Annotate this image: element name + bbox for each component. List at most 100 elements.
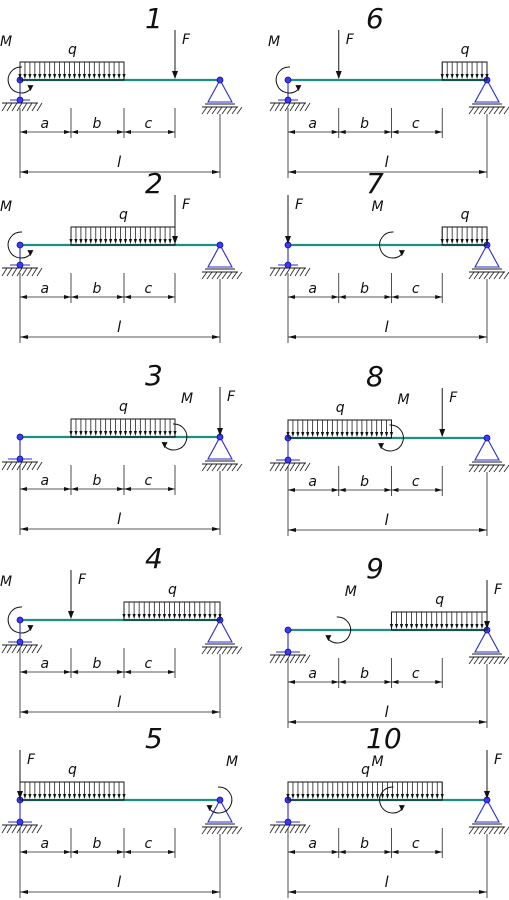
force-arrow: F <box>484 580 503 629</box>
left-support <box>269 241 311 277</box>
right-support <box>468 796 509 835</box>
distributed-load: q <box>286 762 444 801</box>
force-arrow: F <box>217 387 236 436</box>
scheme-number: 2 <box>145 167 163 200</box>
left-support <box>1 796 43 834</box>
force-label: F <box>449 390 458 406</box>
load-label: q <box>68 762 77 778</box>
right-support <box>468 434 509 473</box>
dimension-label-a: a <box>308 474 317 490</box>
moment-arrow: M <box>0 34 34 94</box>
force-label: F <box>494 752 503 768</box>
hinge-icon <box>16 616 24 624</box>
load-label: q <box>336 400 345 416</box>
dimension-label-c: c <box>412 281 420 297</box>
hinge-icon <box>16 96 24 104</box>
force-label: F <box>182 32 191 48</box>
hinge-icon <box>284 96 292 104</box>
force-arrow: F <box>484 750 503 799</box>
distributed-load: q <box>440 207 489 246</box>
right-support <box>201 241 243 280</box>
load-label: q <box>435 592 444 608</box>
load-label: q <box>119 207 128 223</box>
dimension-label-b: b <box>93 836 102 852</box>
force-arrow: F <box>172 195 191 244</box>
force-label: F <box>227 389 236 405</box>
moment-label: M <box>397 392 409 408</box>
moment-label: M <box>0 199 12 215</box>
force-label: F <box>346 32 355 48</box>
hinge-icon <box>16 818 24 826</box>
hinge-icon <box>216 796 224 804</box>
right-support <box>201 796 243 835</box>
hinge-icon <box>284 626 292 634</box>
force-arrow: F <box>17 750 36 799</box>
hinge-icon <box>16 455 24 463</box>
left-support <box>269 796 311 834</box>
right-support <box>201 433 243 472</box>
scheme-number: 10 <box>366 722 402 755</box>
distributed-load: q <box>69 399 177 438</box>
dimension-label-length: l <box>117 873 122 891</box>
dimension-label-c: c <box>412 474 420 490</box>
load-label: q <box>119 399 128 415</box>
dimension-label-a: a <box>41 473 50 489</box>
hinge-icon <box>284 456 292 464</box>
dimension-label-length: l <box>385 153 390 171</box>
dimension-label-b: b <box>93 281 102 297</box>
right-support <box>468 241 509 280</box>
dimension-label-b: b <box>360 116 369 132</box>
hinge-icon <box>216 241 224 249</box>
left-support <box>1 241 43 277</box>
force-arrow: F <box>68 570 87 619</box>
right-support <box>468 76 509 115</box>
left-support <box>1 76 43 112</box>
dimension-label-length: l <box>385 703 390 721</box>
dimension-label-b: b <box>360 474 369 490</box>
hinge-icon <box>16 261 24 269</box>
moment-label: M <box>226 754 238 770</box>
right-support <box>201 616 243 655</box>
dimension-label-c: c <box>412 116 420 132</box>
moment-label: M <box>371 199 383 215</box>
dimension-label-c: c <box>412 836 420 852</box>
dimension-label-c: c <box>145 473 153 489</box>
dimension-label-a: a <box>41 281 50 297</box>
right-support <box>201 76 243 115</box>
hinge-icon <box>483 434 491 442</box>
hinge-icon <box>284 261 292 269</box>
dimension-label-c: c <box>412 666 420 682</box>
hinge-icon <box>216 76 224 84</box>
moment-arrow: M <box>268 34 302 94</box>
distributed-load: q <box>286 400 394 439</box>
dimension-label-c: c <box>145 656 153 672</box>
left-support <box>1 433 43 471</box>
scheme-number: 7 <box>366 167 384 200</box>
moment-label: M <box>371 754 383 770</box>
scheme-number: 5 <box>145 722 163 755</box>
distributed-load: q <box>69 207 177 246</box>
hinge-icon <box>284 76 292 84</box>
moment-arrow: M <box>371 199 405 259</box>
dimension-label-b: b <box>360 281 369 297</box>
dimension-label-a: a <box>308 836 317 852</box>
left-support <box>269 434 311 472</box>
dimension-label-c: c <box>145 836 153 852</box>
dimension-label-length: l <box>385 318 390 336</box>
dimension-label-b: b <box>360 836 369 852</box>
